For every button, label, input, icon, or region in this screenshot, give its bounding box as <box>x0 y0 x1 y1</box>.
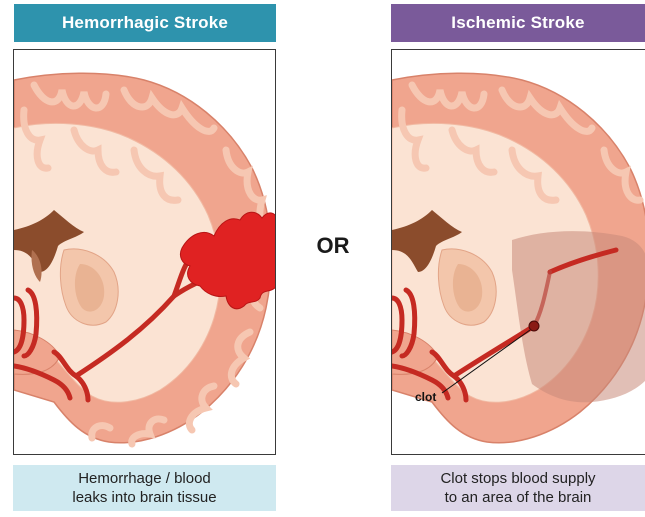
hemorrhagic-stroke-title: Hemorrhagic Stroke <box>14 4 276 42</box>
clot-marker <box>529 321 539 331</box>
hemorrhagic-stroke-illustration <box>13 49 276 455</box>
hemorrhagic-brain-svg <box>14 50 276 455</box>
hemorrhagic-caption: Hemorrhage / blood leaks into brain tiss… <box>13 465 276 511</box>
or-separator: OR <box>306 233 360 259</box>
ischemic-zone <box>512 231 645 402</box>
ischemic-caption: Clot stops blood supply to an area of th… <box>391 465 645 511</box>
ischemic-stroke-title: Ischemic Stroke <box>391 4 645 42</box>
clot-label: clot <box>415 390 436 404</box>
ischemic-stroke-illustration: clot <box>391 49 645 455</box>
